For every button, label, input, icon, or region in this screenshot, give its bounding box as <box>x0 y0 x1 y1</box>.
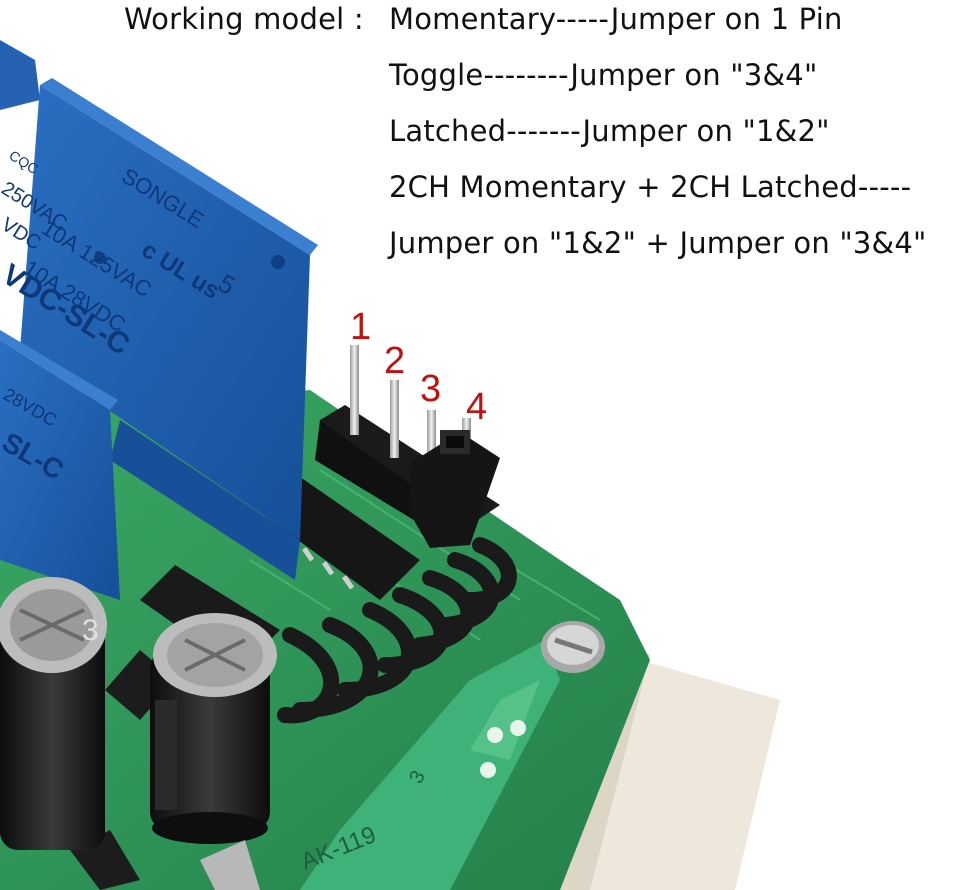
pin-label-4: 4 <box>466 386 488 428</box>
relay-top <box>20 78 318 580</box>
mounting-screw <box>541 621 605 673</box>
mode-line-latched: Latched-------Jumper on "1&2" <box>389 114 830 148</box>
header-pin-1 <box>350 345 359 435</box>
relay-corner <box>0 40 40 110</box>
header-pin-2 <box>390 380 399 458</box>
mode-line-toggle: Toggle--------Jumper on "3&4" <box>389 58 818 92</box>
pin-label-2: 2 <box>384 340 406 382</box>
jumper-cap <box>408 430 500 548</box>
bracket <box>200 840 260 890</box>
header-pin-3 <box>427 410 436 470</box>
rf-module: AK-119 3 <box>297 640 560 890</box>
antenna-coil <box>277 537 517 724</box>
pin-label-3: 3 <box>420 368 442 410</box>
relay-middle: 28VDC SL-C <box>0 330 120 600</box>
mode-line-momentary: Momentary-----Jumper on 1 Pin <box>389 2 843 36</box>
capacitor-left: 3 <box>0 577 107 850</box>
capacitor-right <box>150 613 277 844</box>
mode-line-combined-jumpers: Jumper on "1&2" + Jumper on "3&4" <box>389 226 927 260</box>
mode-line-combined: 2CH Momentary + 2CH Latched----- <box>389 170 912 204</box>
svg-text:3: 3 <box>82 614 99 647</box>
pin-label-1: 1 <box>350 306 372 348</box>
working-model-label: Working model : <box>124 2 364 36</box>
